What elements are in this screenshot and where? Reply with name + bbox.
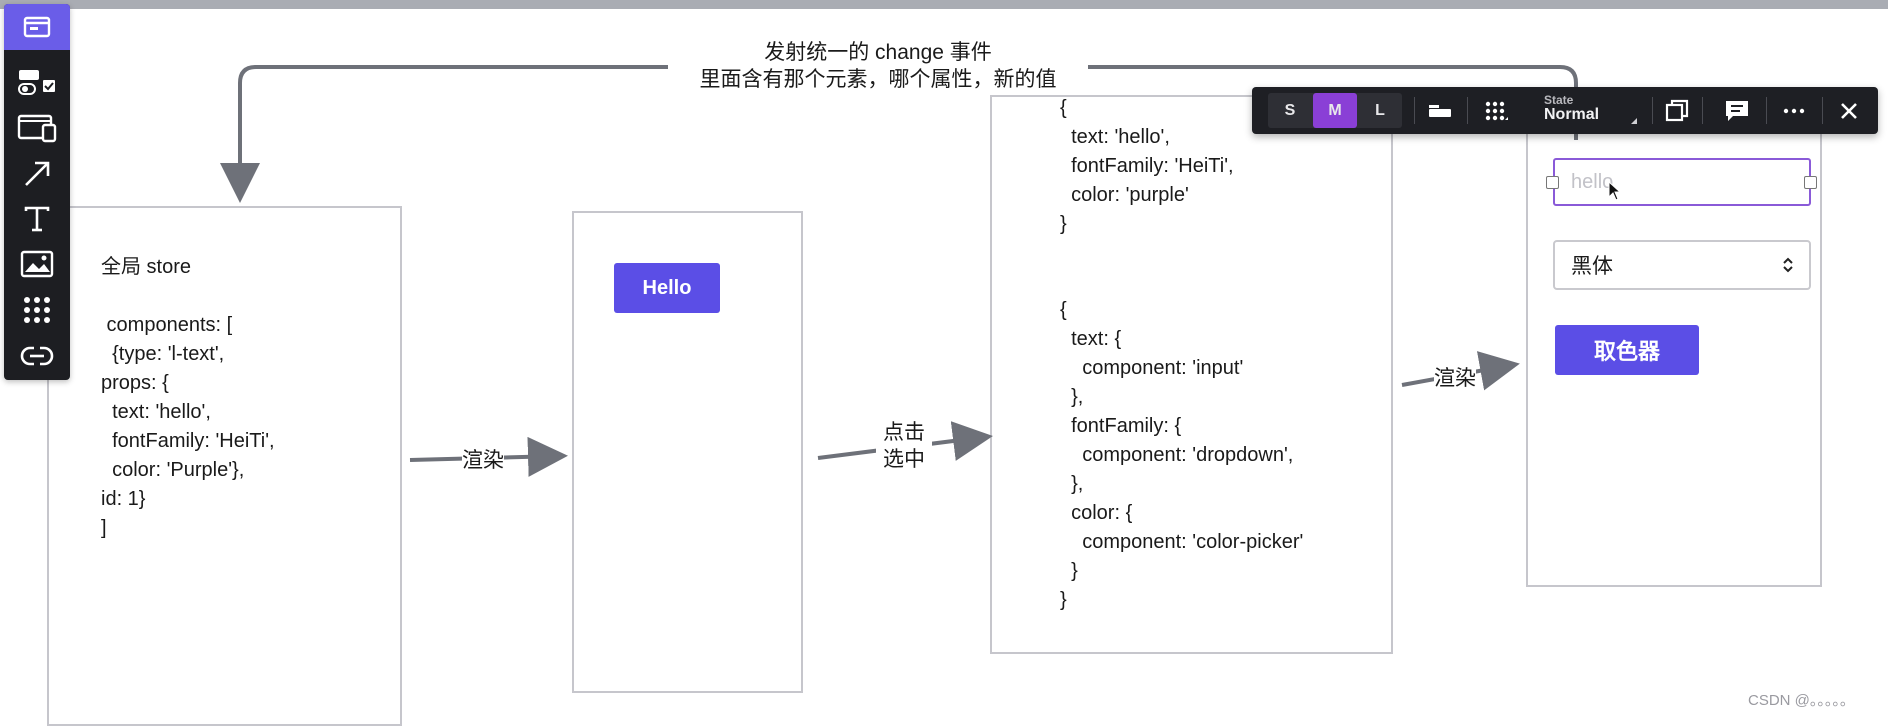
button-shape-icon bbox=[1429, 104, 1451, 117]
tool-rail bbox=[4, 4, 70, 380]
text-input-value: hello bbox=[1571, 170, 1614, 193]
toolbar-divider bbox=[1766, 97, 1767, 124]
top-annotation: 发射统一的 change 事件 里面含有那个元素，哪个属性，新的值 bbox=[668, 39, 1088, 93]
toggle-icon bbox=[18, 70, 55, 95]
comment-button[interactable] bbox=[1720, 95, 1754, 126]
toolbar-divider bbox=[1702, 97, 1703, 124]
toolbar-divider bbox=[1414, 97, 1415, 124]
tool-grid[interactable] bbox=[4, 287, 70, 333]
tool-screen[interactable] bbox=[4, 4, 70, 50]
tool-arrow[interactable] bbox=[4, 151, 70, 197]
element-toolbar: S M L State Normal bbox=[1252, 87, 1878, 134]
arrow-icon bbox=[25, 161, 50, 186]
render-label-1: 渲染 bbox=[462, 444, 504, 474]
font-family-select-value: 黑体 bbox=[1571, 255, 1613, 278]
close-icon bbox=[1841, 102, 1857, 119]
select-arrows-icon bbox=[1783, 257, 1793, 273]
size-button-l[interactable]: L bbox=[1375, 101, 1385, 119]
layout-grid-control[interactable] bbox=[1480, 95, 1514, 126]
more-button[interactable] bbox=[1777, 95, 1811, 126]
text-icon bbox=[24, 206, 50, 232]
tool-devices[interactable] bbox=[4, 105, 70, 151]
dot-grid-icon bbox=[1485, 101, 1508, 120]
size-button-m[interactable]: M bbox=[1313, 93, 1357, 128]
tool-toggle[interactable] bbox=[4, 59, 70, 105]
size-button-s[interactable]: S bbox=[1284, 101, 1296, 119]
screen-icon bbox=[23, 16, 51, 38]
tool-link[interactable] bbox=[4, 333, 70, 379]
comment-icon bbox=[1726, 100, 1748, 121]
more-icon bbox=[1783, 108, 1805, 113]
store-code: 全局 store components: [ {type: 'l-text', … bbox=[101, 256, 275, 539]
toolbar-divider bbox=[1652, 97, 1653, 124]
duplicate-button[interactable] bbox=[1660, 95, 1694, 126]
devices-icon bbox=[17, 114, 57, 143]
click-select-label: 点击 选中 bbox=[876, 419, 932, 473]
props-code-bottom: { text: { component: 'input' }, fontFami… bbox=[1060, 299, 1304, 611]
image-icon bbox=[20, 250, 54, 278]
mouse-cursor-icon bbox=[1608, 181, 1622, 201]
color-picker-button[interactable]: 取色器 bbox=[1555, 325, 1699, 375]
size-toggle-group: S M L bbox=[1268, 93, 1402, 128]
toolbar-divider bbox=[1467, 97, 1468, 124]
resize-handle-right[interactable] bbox=[1804, 176, 1817, 189]
dropdown-corner-icon bbox=[1631, 118, 1637, 124]
state-value: Normal bbox=[1544, 106, 1600, 123]
watermark: CSDN @。。。。。 bbox=[1748, 692, 1855, 709]
button-style-control[interactable] bbox=[1423, 95, 1457, 126]
props-code-top: { text: 'hello', fontFamily: 'HeiTi', co… bbox=[1060, 97, 1234, 235]
state-label: State bbox=[1544, 93, 1574, 107]
store-box bbox=[47, 206, 402, 726]
props-box bbox=[990, 95, 1393, 654]
hello-button[interactable]: Hello bbox=[614, 263, 720, 313]
grid-icon bbox=[24, 297, 50, 323]
font-family-select[interactable]: 黑体 bbox=[1553, 240, 1811, 290]
tool-image[interactable] bbox=[4, 241, 70, 287]
resize-handle-left[interactable] bbox=[1546, 176, 1559, 189]
link-icon bbox=[20, 346, 54, 366]
close-button[interactable] bbox=[1832, 95, 1866, 126]
top-edge-bar bbox=[0, 0, 1888, 9]
top-annotation-line1: 发射统一的 change 事件 bbox=[764, 41, 992, 64]
render-label-2: 渲染 bbox=[1434, 362, 1476, 392]
top-annotation-line2: 里面含有那个元素，哪个属性，新的值 bbox=[699, 68, 1057, 91]
tool-text[interactable] bbox=[4, 196, 70, 242]
toolbar-divider bbox=[1822, 97, 1823, 124]
duplicate-icon bbox=[1665, 99, 1689, 121]
